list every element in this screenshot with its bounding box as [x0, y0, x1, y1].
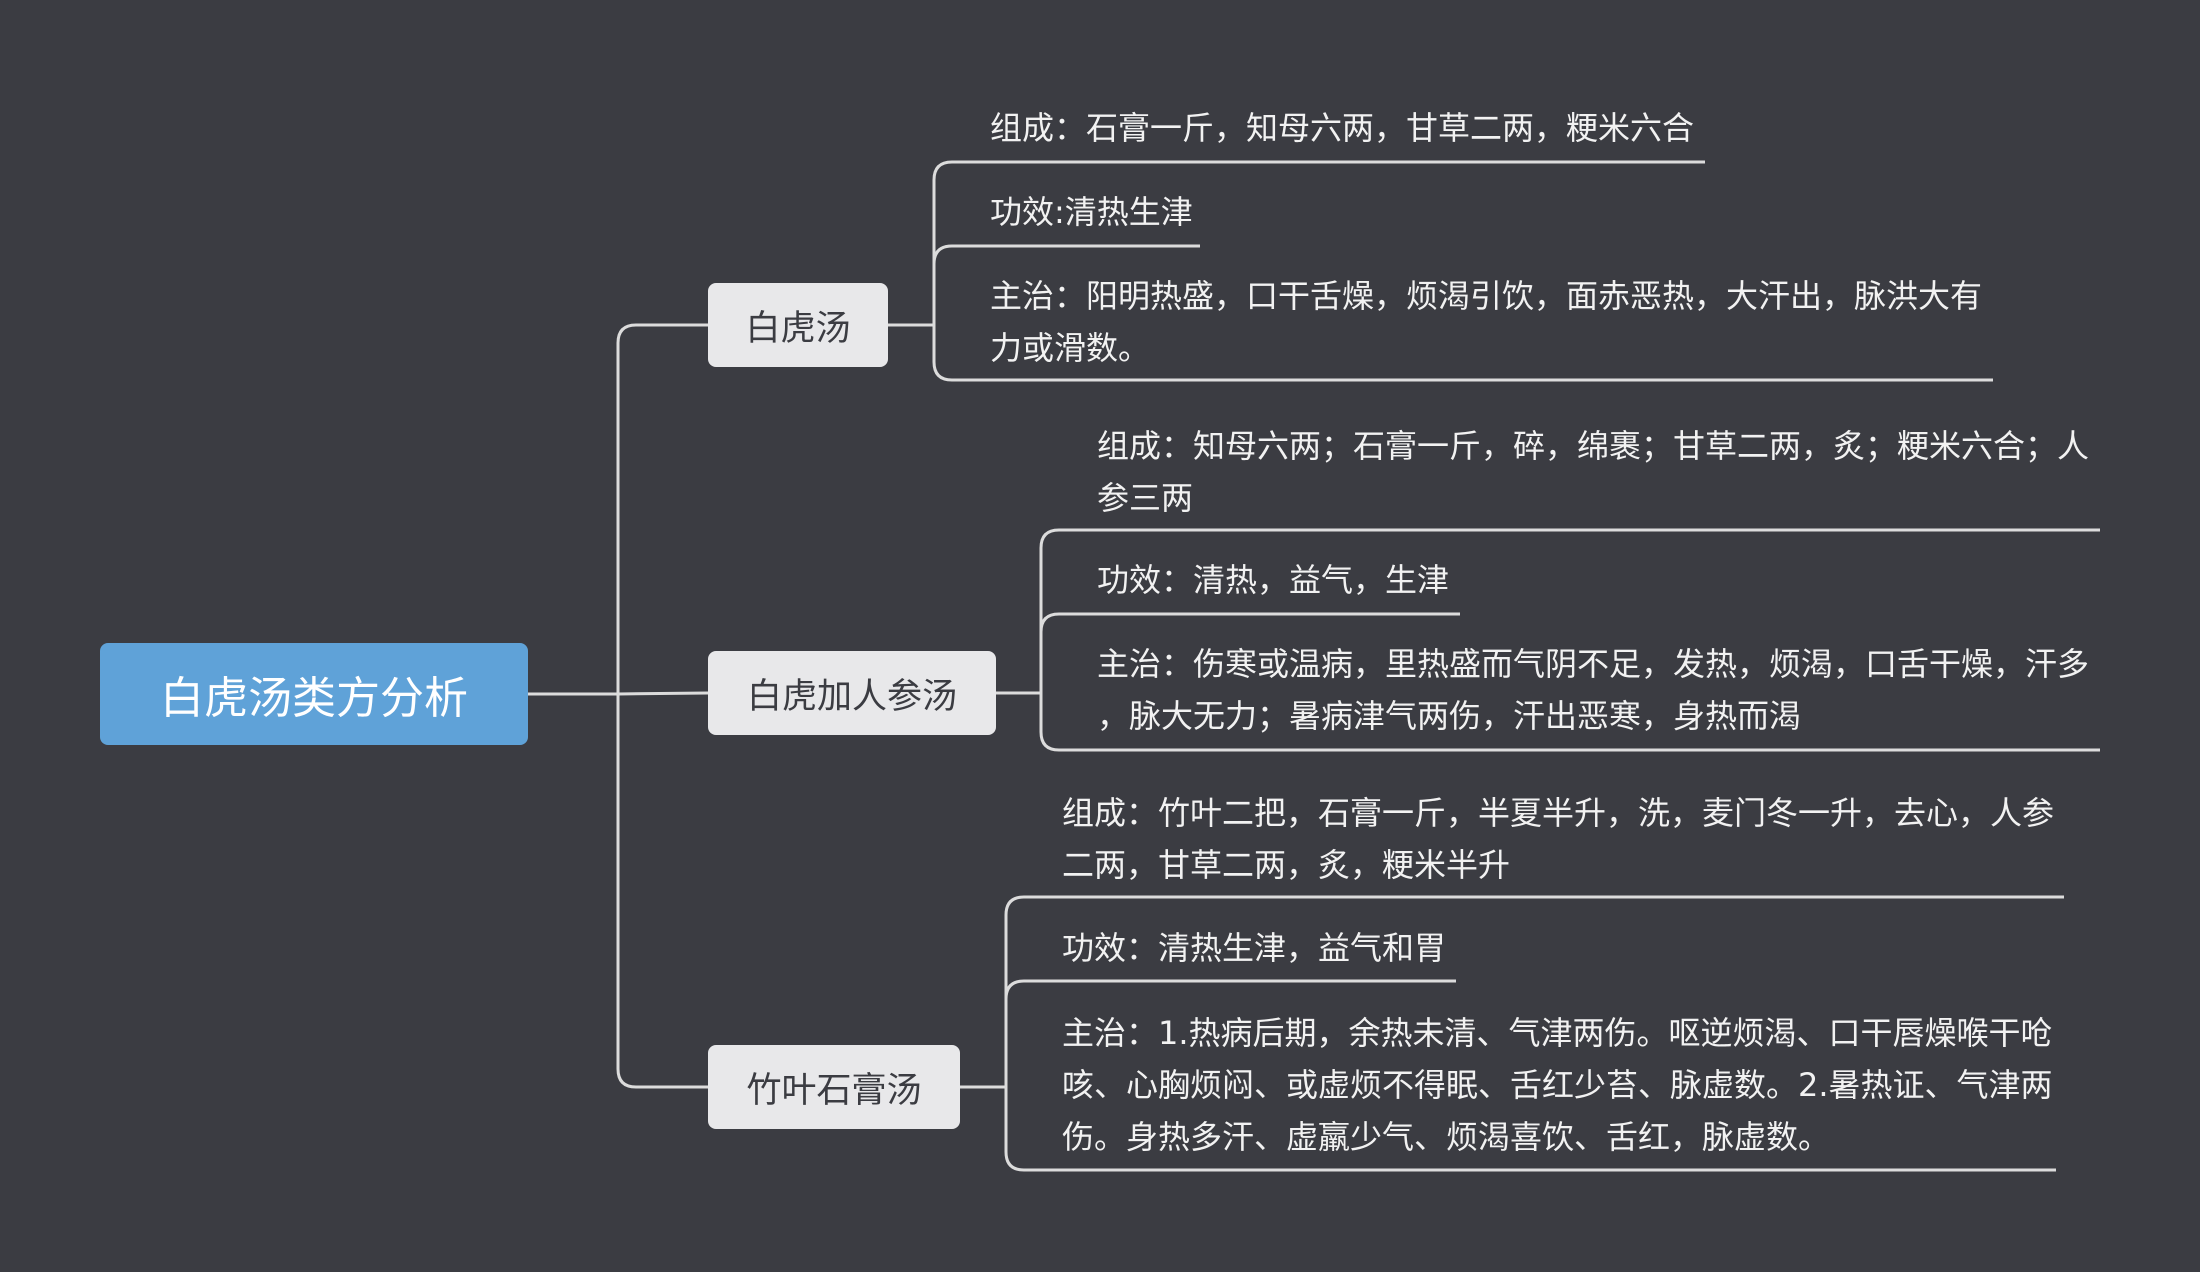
leaf-text-line: 组成：知母六两；石膏一斤，碎，绵裹；甘草二两，炙；粳米六合；人 — [1097, 427, 2090, 465]
leaf-text-line: 组成：石膏一斤，知母六两，甘草二两，粳米六合 — [990, 109, 1695, 147]
leaf-text-line: 组成：竹叶二把，石膏一斤，半夏半升，洗，麦门冬一升，去心，人参 — [1062, 794, 2055, 832]
leaf-text-line: 功效：清热生津，益气和胃 — [1062, 929, 1447, 967]
leaf-text-line: 主治：伤寒或温病，里热盛而气阴不足，发热，烦渴，口舌干燥，汗多 — [1097, 645, 2090, 683]
leaf-text-line: 咳、心胸烦闷、或虚烦不得眠、舌红少苔、脉虚数。2.暑热证、气津两 — [1062, 1066, 2053, 1104]
leaf-text-line: 参三两 — [1097, 479, 1194, 517]
leaf-text-line: 主治：1.热病后期，余热未清、气津两伤。呕逆烦渴、口干唇燥喉干呛 — [1062, 1014, 2053, 1052]
root-node[interactable]: 白虎汤类方分析 — [100, 643, 528, 745]
branch-node-baihu-tang[interactable]: 白虎汤 — [708, 283, 888, 367]
leaf-text-line: 二两，甘草二两，炙，粳米半升 — [1062, 846, 1511, 884]
leaf-text-line: 主治：阳明热盛，口干舌燥，烦渴引饮，面赤恶热，大汗出，脉洪大有 — [990, 277, 1983, 315]
leaf-efficacy[interactable]: 功效:清热生津 — [990, 186, 1193, 238]
leaf-text-line: 功效:清热生津 — [990, 193, 1193, 231]
leaf-text-line: ，脉大无力；暑病津气两伤，汗出恶寒，身热而渴 — [1097, 697, 1802, 735]
leaf-text-line: 伤。身热多汗、虚羸少气、烦渴喜饮、舌红，脉虚数。 — [1062, 1118, 1831, 1156]
leaf-text-line: 力或滑数。 — [990, 329, 1151, 367]
branch-node-zhuye-shigao-tang[interactable]: 竹叶石膏汤 — [708, 1045, 960, 1129]
branch-node-baihu-jia-renshen-tang[interactable]: 白虎加人参汤 — [708, 651, 996, 735]
leaf-text-line: 功效：清热，益气，生津 — [1097, 561, 1450, 599]
leaf-indications[interactable]: 主治：1.热病后期，余热未清、气津两伤。呕逆烦渴、口干唇燥喉干呛 咳、心胸烦闷、… — [1062, 1007, 2053, 1163]
leaf-composition[interactable]: 组成：竹叶二把，石膏一斤，半夏半升，洗，麦门冬一升，去心，人参 二两，甘草二两，… — [1062, 787, 2054, 891]
leaf-efficacy[interactable]: 功效：清热，益气，生津 — [1097, 554, 1449, 606]
leaf-composition[interactable]: 组成：石膏一斤，知母六两，甘草二两，粳米六合 — [990, 102, 1694, 154]
leaf-indications[interactable]: 主治：伤寒或温病，里热盛而气阴不足，发热，烦渴，口舌干燥，汗多 ，脉大无力；暑病… — [1097, 638, 2089, 742]
leaf-composition[interactable]: 组成：知母六两；石膏一斤，碎，绵裹；甘草二两，炙；粳米六合；人 参三两 — [1097, 420, 2089, 524]
leaf-indications[interactable]: 主治：阳明热盛，口干舌燥，烦渴引饮，面赤恶热，大汗出，脉洪大有 力或滑数。 — [990, 270, 1982, 374]
leaf-efficacy[interactable]: 功效：清热生津，益气和胃 — [1062, 922, 1446, 974]
